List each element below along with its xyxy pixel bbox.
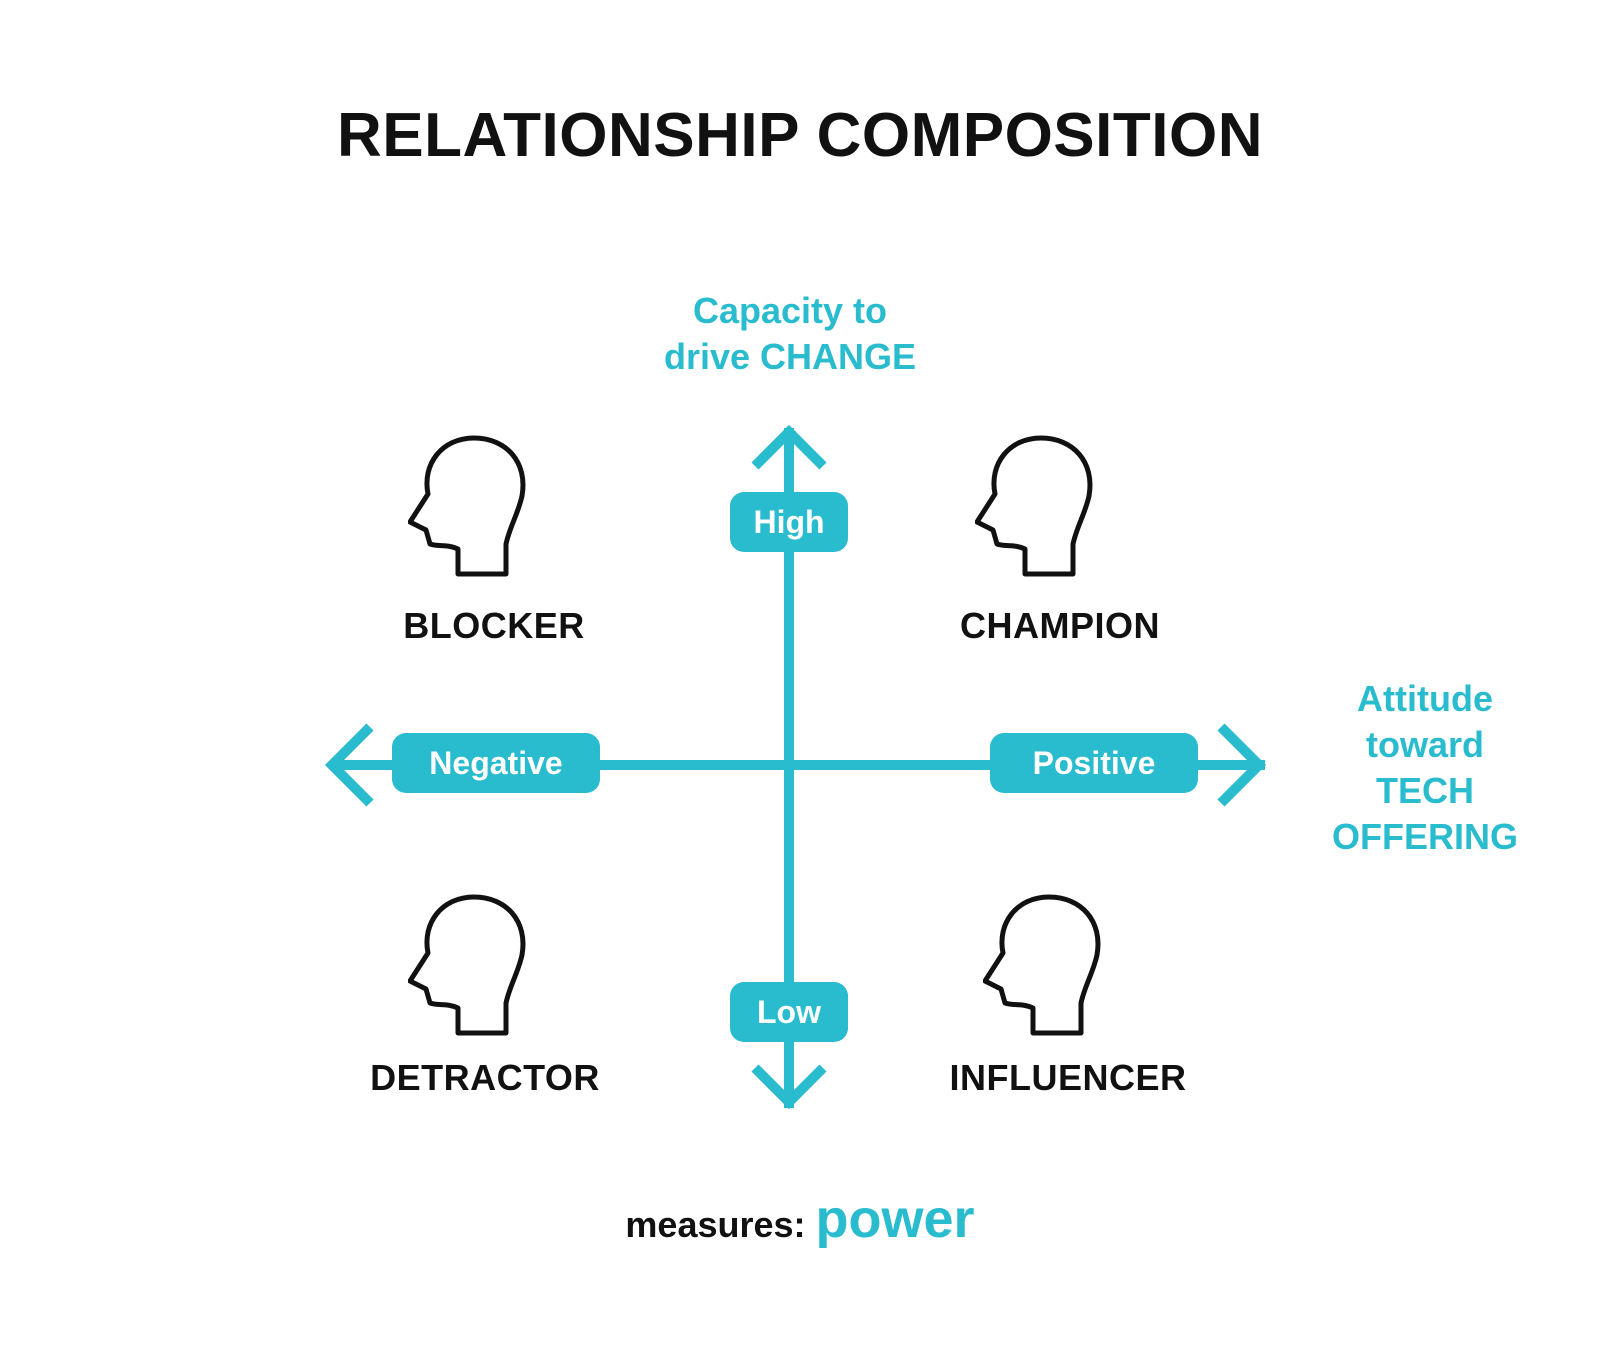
x-axis-title-line3: TECH [1376, 770, 1474, 811]
quadrant-label-detractor: DETRACTOR [370, 1057, 600, 1098]
high-badge: High [730, 492, 848, 552]
x-axis-title-line4: OFFERING [1332, 816, 1518, 857]
arrow-right-icon [1217, 723, 1267, 807]
page-title: RELATIONSHIP COMPOSITION [337, 101, 1263, 170]
quadrant-label-champion: CHAMPION [960, 605, 1160, 646]
positive-badge: Positive [990, 733, 1198, 793]
head-profile-icon [408, 435, 526, 577]
x-axis-title-line1: Attitude [1357, 678, 1493, 719]
footer-caption: measures:power [0, 1188, 1600, 1250]
quadrant-label-influencer: INFLUENCER [949, 1057, 1187, 1098]
head-profile-icon [983, 894, 1101, 1036]
footer-value: power [815, 1189, 975, 1249]
x-axis-title-line2: toward [1365, 724, 1484, 765]
head-profile-icon [408, 894, 526, 1036]
quadrant-label-blocker: BLOCKER [403, 605, 585, 646]
y-axis-title-line1: Capacity to [692, 290, 888, 331]
arrow-left-icon [324, 723, 374, 807]
negative-badge: Negative [392, 733, 600, 793]
head-profile-icon [975, 435, 1093, 577]
y-axis-title: Capacity to drive CHANGE [600, 288, 980, 380]
footer-prefix: measures: [625, 1204, 806, 1245]
arrow-down-icon [751, 1064, 827, 1110]
y-axis-title-line2: drive CHANGE [663, 336, 917, 377]
arrow-up-icon [751, 424, 827, 470]
x-axis-title: Attitude toward TECH OFFERING [1280, 676, 1570, 860]
low-badge: Low [730, 982, 848, 1042]
